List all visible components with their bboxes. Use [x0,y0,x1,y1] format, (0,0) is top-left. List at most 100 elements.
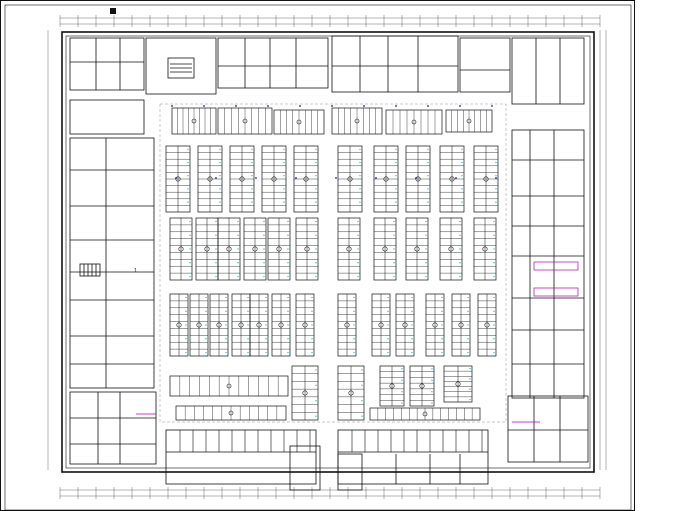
stall-marker [493,310,495,312]
stall-marker [185,310,187,312]
column-marker [175,176,181,182]
stall-marker [493,324,495,326]
column-marker [242,118,248,124]
stall-marker [265,351,267,354]
stall-marker [411,338,413,340]
stall-marker [287,275,289,278]
column-marker [389,383,395,389]
column-marker [484,322,490,328]
stall-marker [315,400,317,402]
stall-marker [361,400,363,402]
stall-marker [219,148,221,150]
stall-marker [225,351,227,354]
stall-marker [189,220,191,223]
stall-marker [459,234,461,236]
stall-marker [315,188,317,190]
column-marker [271,176,277,182]
stall-marker [395,161,397,164]
stall-marker [311,351,313,354]
stall-marker [287,296,289,299]
column-marker [178,246,184,252]
stall-marker [237,220,239,223]
parking-strip [331,107,383,135]
stall-marker [425,262,427,264]
stall-marker [359,201,361,203]
stall-marker [287,262,289,264]
annotation-dot [267,105,269,107]
parking-strip [175,405,287,421]
annotation-dot [375,177,377,179]
stall-marker [283,201,285,203]
stall-marker [225,296,227,299]
stall-marker [427,201,429,203]
stall-marker [431,368,433,370]
stall-marker [287,310,289,312]
column-marker [422,411,428,417]
column-marker [414,246,420,252]
annotation-dot [299,105,301,107]
stall-marker [493,248,495,250]
stall-marker [237,262,239,264]
stall-marker [219,175,221,177]
stall-marker [187,148,189,150]
parking-strip [445,109,493,133]
stall-marker [315,148,317,150]
building-outline [61,31,595,473]
stall-marker [461,175,463,177]
annotation-dot [331,105,333,107]
stall-marker [315,161,317,164]
stall-marker [441,324,443,326]
annotation-dot [235,105,237,107]
parking-block [405,217,429,281]
column-marker [302,322,308,328]
stall-marker [283,188,285,190]
stall-marker [401,368,403,370]
stall-marker [427,148,429,150]
parking-block [217,217,241,281]
stall-marker [357,234,359,236]
stall-marker [287,338,289,340]
stall-marker [461,188,463,190]
stall-marker [459,220,461,223]
stall-marker [493,296,495,299]
stall-marker [361,415,363,417]
column-marker [348,390,354,396]
stall-marker [215,275,217,278]
stall-marker [215,248,217,250]
column-marker [196,322,202,328]
stall-marker [287,248,289,250]
stall-marker [395,201,397,203]
parking-bays [165,105,499,421]
annotation-dot [215,177,217,179]
stall-marker [461,201,463,203]
parking-strip [171,107,217,135]
stall-marker [395,148,397,150]
stall-marker [205,351,207,354]
stall-marker [287,234,289,236]
stall-marker [283,148,285,150]
stall-marker [425,234,427,236]
stall-marker [361,369,363,371]
stall-marker [215,262,217,264]
stall-marker [493,351,495,354]
parking-block [261,145,287,213]
column-marker [448,246,454,252]
stall-marker [219,201,221,203]
stall-marker [247,310,249,312]
parking-block [195,217,219,281]
column-marker [344,322,350,328]
stall-marker [357,275,359,278]
stall-marker [311,310,313,312]
parking-block [229,145,255,213]
column-marker [382,246,388,252]
stall-marker [361,384,363,386]
stall-marker [427,175,429,177]
parking-strip [273,109,325,135]
parking-block [295,293,315,357]
stall-marker [247,324,249,326]
stall-marker [263,234,265,236]
stall-marker [467,351,469,354]
column-marker [191,118,197,124]
stall-marker [185,296,187,299]
stall-marker [315,369,317,371]
